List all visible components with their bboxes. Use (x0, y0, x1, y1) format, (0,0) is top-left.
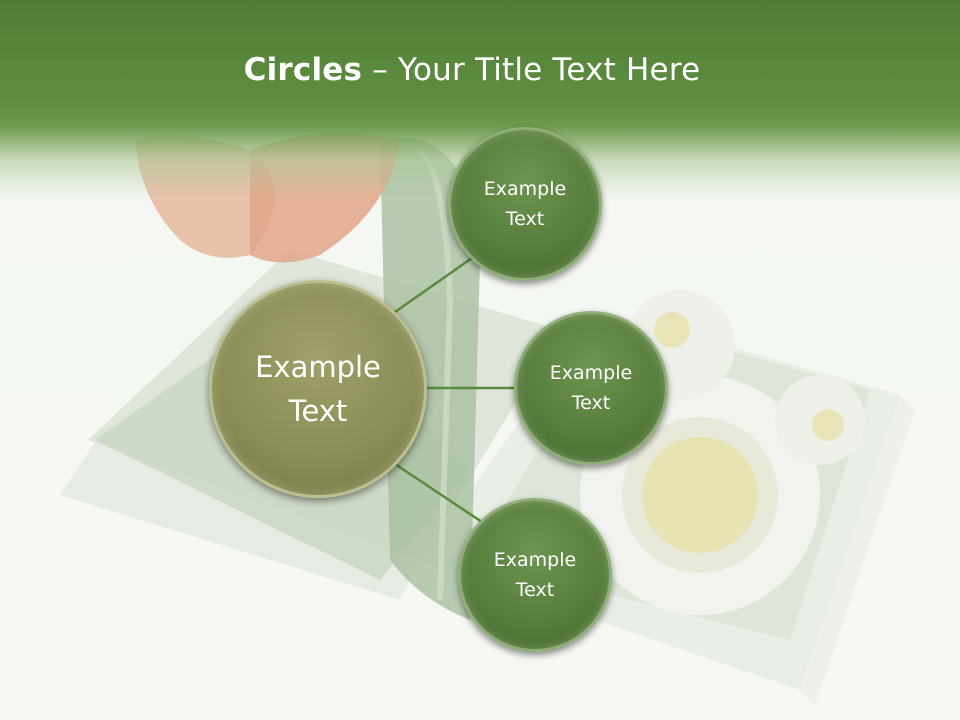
middle-circle-label: Example Text (549, 362, 633, 414)
slide-title: Circles – Your Title Text Here (0, 52, 944, 88)
title-rest: – Your Title Text Here (362, 52, 701, 88)
bottom-circle: Example Text (458, 498, 612, 652)
middle-circle: Example Text (514, 311, 668, 465)
leaf (380, 137, 480, 620)
center-circle: Example Text (209, 280, 427, 498)
top-circle: Example Text (448, 127, 602, 281)
bottom-circle-label: Example Text (493, 549, 577, 601)
daisy-small-right (775, 375, 865, 465)
top-circle-label: Example Text (483, 178, 567, 230)
connector-top (394, 256, 473, 314)
center-circle-label: Example Text (255, 350, 381, 428)
book-right-edge (800, 395, 915, 705)
connector-bottom (394, 462, 483, 524)
title-bold: Circles (243, 52, 363, 88)
